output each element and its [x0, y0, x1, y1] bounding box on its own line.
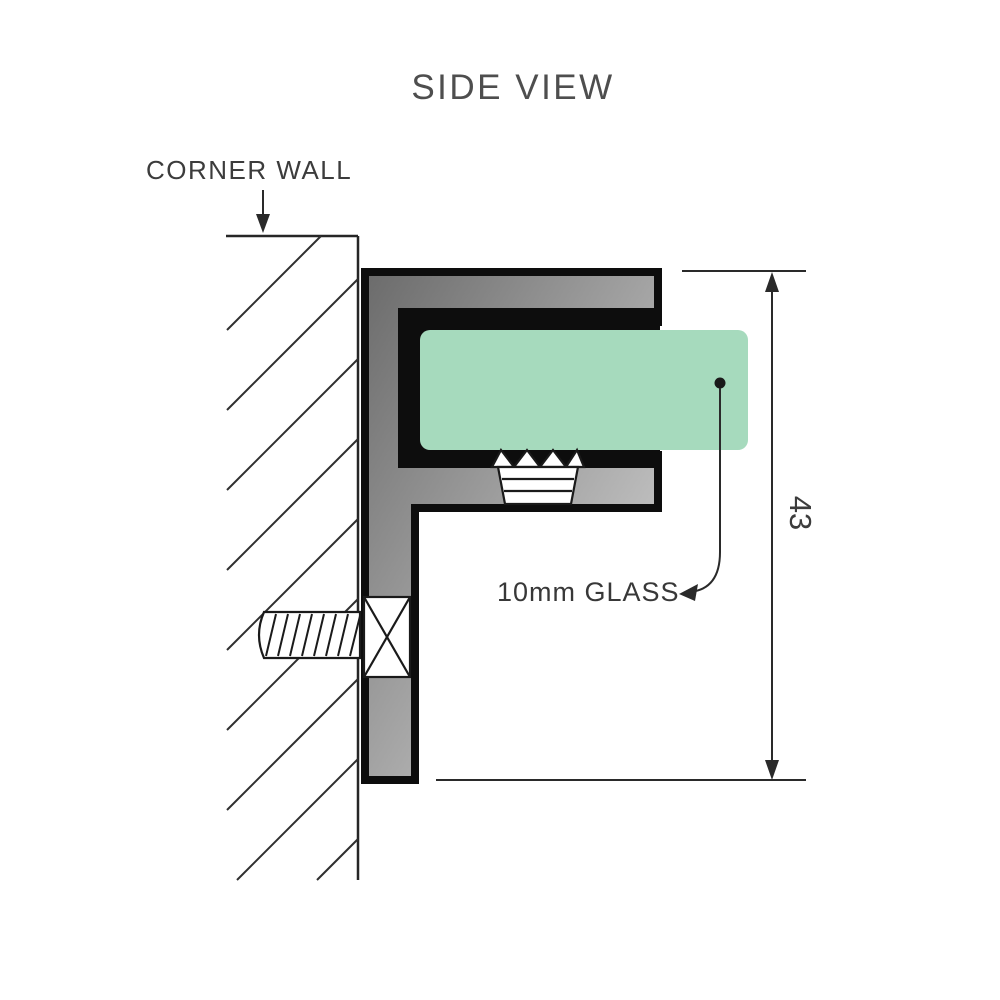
page-title: SIDE VIEW — [411, 68, 614, 107]
wall-fixing-screw — [257, 595, 412, 679]
grub-screw-body — [496, 465, 580, 506]
glass-leader-dot — [714, 377, 726, 389]
dimension-43: 43 — [436, 270, 818, 781]
glass-panel — [420, 330, 748, 450]
hatch-line — [226, 438, 359, 571]
dimension-label: 43 — [783, 496, 818, 530]
grub-screw-serrated-tip — [490, 447, 586, 469]
corner-wall-label: CORNER WALL — [146, 155, 352, 185]
glass-leader-arrowhead — [679, 584, 698, 601]
dimension-arrow-down — [765, 760, 779, 780]
glass-label: 10mm GLASS — [497, 577, 680, 607]
hatch-line — [226, 278, 359, 411]
corner-wall-pointer-arrow — [256, 190, 270, 233]
hatch-line — [236, 758, 359, 881]
grub-screw — [490, 447, 586, 506]
dimension-arrow-up — [765, 272, 779, 292]
hatch-line — [226, 358, 359, 491]
hatch-line — [316, 838, 359, 881]
hatch-line — [226, 235, 322, 331]
glass-leader — [679, 377, 726, 601]
hatch-line — [226, 678, 359, 811]
screw-thread-lines — [265, 613, 361, 657]
wall-section — [226, 234, 360, 881]
wall-hatching — [226, 235, 359, 881]
hatch-line — [226, 518, 359, 651]
